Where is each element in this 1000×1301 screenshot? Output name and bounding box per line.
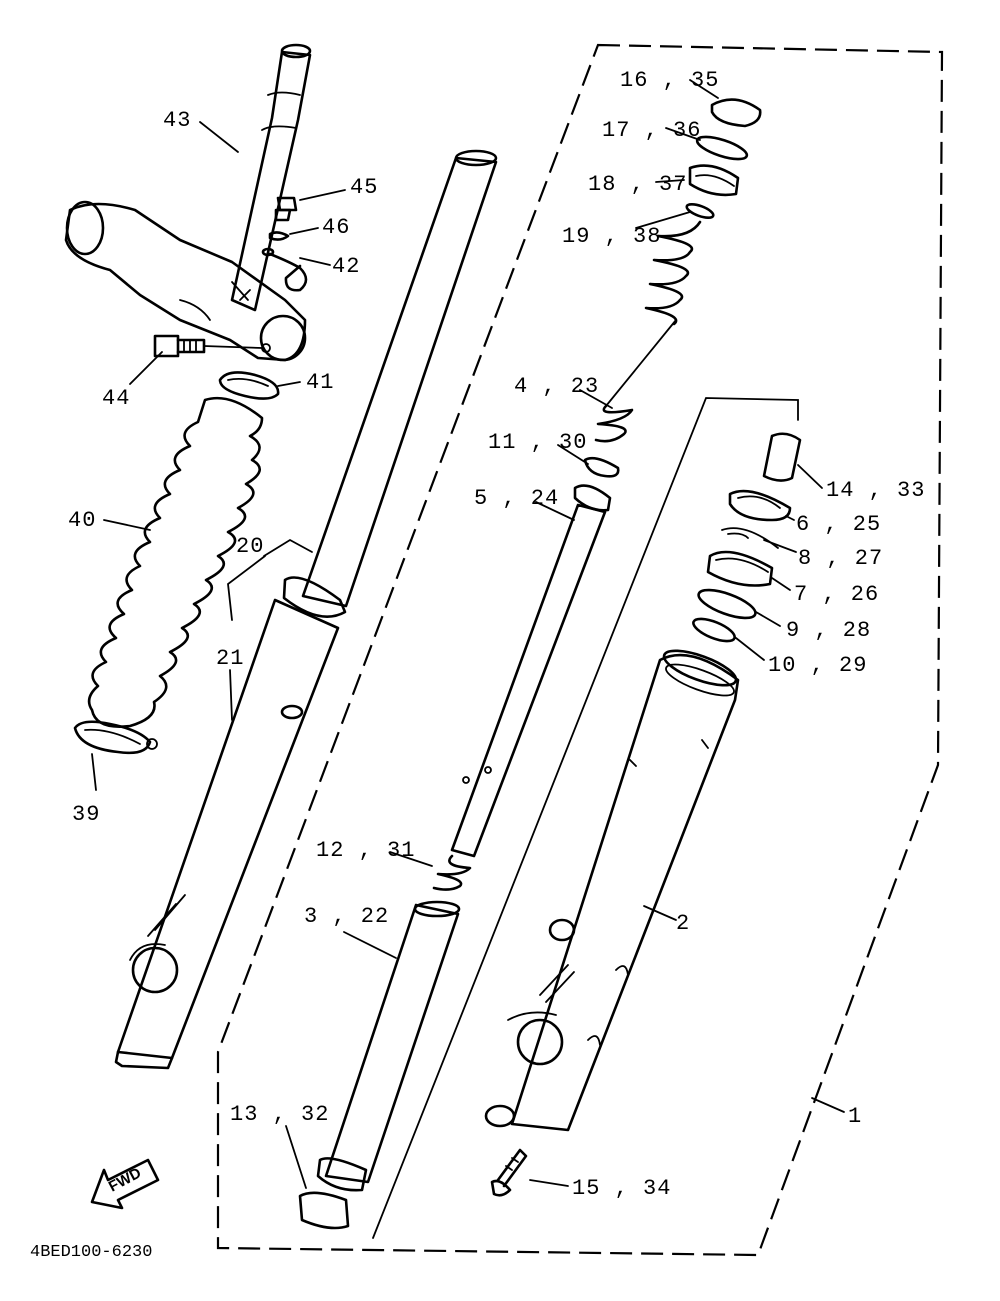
lower-group-boundary — [372, 397, 799, 1239]
oil-lock-13-32[interactable] — [298, 1191, 350, 1230]
label-17-36: 17 , 36 — [602, 118, 701, 143]
fork-spring-4-23[interactable] — [594, 220, 702, 443]
pinch-bolt-45[interactable] — [274, 196, 298, 222]
label-46: 46 — [322, 215, 350, 240]
callout-labels: 43 45 46 42 44 41 40 20 21 39 16 , 35 17… — [68, 68, 925, 1201]
drain-bolt-15-34[interactable] — [490, 1148, 528, 1197]
wire-clip-42[interactable] — [261, 247, 308, 292]
label-6-25: 6 , 25 — [796, 512, 881, 537]
leader-lines — [91, 79, 845, 1189]
label-45: 45 — [350, 175, 378, 200]
oil-seal-7-26[interactable] — [706, 550, 774, 587]
label-21: 21 — [216, 646, 244, 671]
label-42: 42 — [332, 254, 360, 279]
label-15-34: 15 , 34 — [572, 1176, 671, 1201]
label-19-38: 19 , 38 — [562, 224, 661, 249]
boot-clamp-39[interactable] — [73, 720, 158, 755]
boot-clamp-41[interactable] — [218, 371, 280, 400]
label-9-28: 9 , 28 — [786, 618, 871, 643]
label-44: 44 — [102, 386, 130, 411]
label-3-22: 3 , 22 — [304, 904, 389, 929]
label-43: 43 — [163, 108, 191, 133]
label-2: 2 — [676, 911, 690, 936]
label-1: 1 — [848, 1104, 862, 1129]
label-14-33: 14 , 33 — [826, 478, 925, 503]
bushing-10-29[interactable] — [691, 614, 738, 645]
outer-tube-2[interactable] — [484, 644, 740, 1132]
label-20: 20 — [236, 534, 264, 559]
rebound-spring-12-31[interactable] — [432, 854, 472, 891]
spacer-18-37[interactable] — [688, 164, 740, 197]
cylinder-3-22[interactable] — [316, 900, 461, 1192]
piston-ring-11-30[interactable] — [583, 456, 620, 478]
label-40: 40 — [68, 508, 96, 533]
diagram-code: 4BED100-6230 — [30, 1243, 152, 1262]
circlip-8-27[interactable] — [721, 527, 779, 549]
cap-bolt-16-35[interactable] — [710, 98, 762, 128]
label-8-27: 8 , 27 — [798, 546, 883, 571]
label-5-24: 5 , 24 — [474, 486, 559, 511]
label-39: 39 — [72, 802, 100, 827]
label-4-23: 4 , 23 — [514, 374, 599, 399]
label-13-32: 13 , 32 — [230, 1102, 329, 1127]
label-41: 41 — [306, 370, 334, 395]
label-16-35: 16 , 35 — [620, 68, 719, 93]
washer-9-28[interactable] — [695, 584, 758, 623]
label-18-37: 18 , 37 — [588, 172, 687, 197]
label-12-31: 12 , 31 — [316, 838, 415, 863]
label-7-26: 7 , 26 — [794, 582, 879, 607]
label-10-29: 10 , 29 — [768, 653, 867, 678]
washer-46[interactable] — [268, 231, 290, 241]
steering-stem-43[interactable] — [64, 43, 312, 362]
assembly-boundary — [216, 43, 944, 1257]
damper-rod-5-24[interactable] — [450, 484, 612, 858]
bolt-44[interactable] — [153, 334, 263, 358]
fork-boot-40[interactable] — [87, 396, 264, 728]
inner-tube-21[interactable] — [114, 149, 498, 1070]
o-ring-17-36[interactable] — [695, 132, 749, 163]
washer-19-38[interactable] — [685, 202, 715, 221]
collar-14-33[interactable] — [762, 432, 802, 482]
fwd-arrow-icon: FWD — [90, 1158, 160, 1210]
label-11-30: 11 , 30 — [488, 430, 587, 455]
dust-seal-6-25[interactable] — [728, 489, 792, 522]
